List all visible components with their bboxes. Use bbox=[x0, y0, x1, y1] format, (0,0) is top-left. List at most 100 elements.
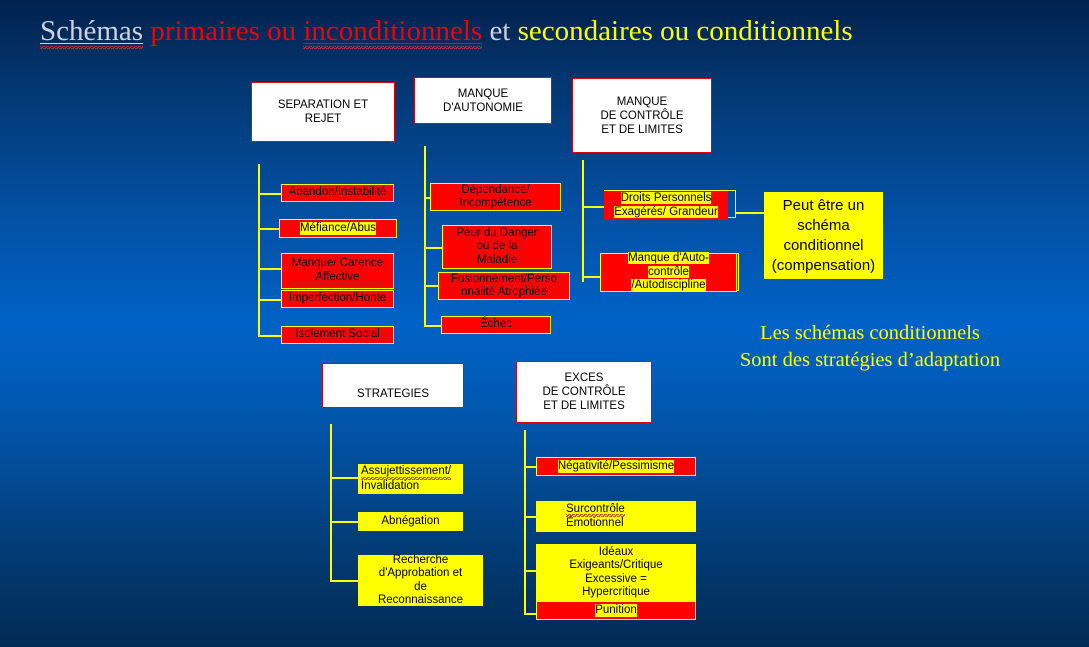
leaf-box-manque-autocontrole-autodiscipline[interactable]: Manque d'Auto- contrôle /Autodiscipline bbox=[600, 252, 737, 293]
leaf-label: Excessive = bbox=[585, 572, 647, 585]
connector-branch-strategies-3 bbox=[330, 580, 358, 582]
callout-line: Peut être un bbox=[782, 196, 865, 214]
header-line: REJET bbox=[304, 113, 342, 125]
leaf-label: Idéaux bbox=[598, 545, 634, 558]
header-line: D'AUTONOMIE bbox=[443, 101, 523, 114]
leaf-box-mefiance-abus[interactable]: Méfiance/Abus bbox=[279, 219, 397, 238]
connector-branch-exces-1 bbox=[524, 466, 538, 468]
leaf-box-punition[interactable]: Punition bbox=[536, 601, 696, 620]
leaf-label: Abandon/Instabilité bbox=[288, 186, 387, 199]
connector-branch-exces-2 bbox=[524, 516, 538, 518]
note-schemas-conditionnels: Les schémas conditionnels Sont des strat… bbox=[700, 320, 1040, 374]
leaf-label: d'Approbation et bbox=[378, 567, 463, 579]
connector-branch-controle-1 bbox=[582, 206, 604, 208]
leaf-label: Manque d'Auto- bbox=[628, 252, 709, 265]
connector-trunk-controle bbox=[582, 160, 584, 282]
leaf-label: Négativité/Pessimisme bbox=[557, 459, 675, 474]
leaf-label: ou de la bbox=[476, 240, 518, 253]
leaf-label: Incompétence bbox=[459, 197, 532, 209]
connector-branch-separation-3 bbox=[258, 268, 282, 270]
connector-branch-strategies-1 bbox=[330, 477, 358, 479]
leaf-label: Punition bbox=[595, 603, 637, 618]
callout-line: schéma bbox=[797, 216, 850, 234]
leaf-box-recherche-approbation-reconnaissance[interactable]: Recherche d'Approbation et de Reconnaiss… bbox=[358, 553, 483, 606]
leaf-label: Surcontrôle bbox=[566, 502, 625, 517]
connector-trunk-exces bbox=[524, 430, 526, 614]
leaf-label: Droits Personnels bbox=[620, 192, 712, 204]
leaf-label: Maladie bbox=[476, 253, 518, 266]
leaf-label: Fusionnement/Perso bbox=[450, 272, 558, 285]
leaf-box-fusionnement-personnalite-atrophiee[interactable]: Fusionnement/Perso nnalité Atrophiée bbox=[438, 272, 570, 300]
leaf-box-isolement-social[interactable]: Isolement Social bbox=[281, 326, 394, 344]
header-line: EXCES bbox=[564, 372, 604, 384]
title-segment-primaires: primaires ou bbox=[143, 15, 304, 47]
connector-branch-exces-4 bbox=[524, 613, 538, 615]
leaf-label: Imperfection/Honte bbox=[288, 292, 387, 305]
leaf-label: Invalidation bbox=[361, 479, 420, 492]
note-line-2: Sont des stratégies d’adaptation bbox=[739, 349, 1001, 371]
connector-branch-separation-1 bbox=[258, 193, 282, 195]
leaf-label: Reconnaissance bbox=[377, 594, 464, 606]
leaf-label: contrôle bbox=[648, 265, 689, 278]
leaf-box-echec[interactable]: Échec bbox=[441, 316, 551, 334]
leaf-label: Méfiance/Abus bbox=[299, 221, 377, 236]
title-segment-inconditionnels: inconditionnels bbox=[303, 15, 483, 49]
leaf-box-ideaux-exigeants-hypercritique[interactable]: Idéaux Exigeants/Critique Excessive = Hy… bbox=[536, 544, 696, 601]
leaf-box-negativite-pessimisme[interactable]: Négativité/Pessimisme bbox=[536, 457, 696, 476]
leaf-label: Dépendance/ bbox=[461, 183, 530, 196]
connector-branch-exces-3 bbox=[524, 570, 538, 572]
header-box-strategies[interactable]: STRATEGIES bbox=[322, 363, 464, 408]
title-segment-schemas: Schémas bbox=[40, 15, 144, 49]
callout-line: (compensation) bbox=[771, 256, 876, 274]
title-segment-et: et bbox=[482, 15, 518, 47]
header-line: DE CONTRÔLE bbox=[600, 109, 684, 122]
page-title: Schémas primaires ou inconditionnels et … bbox=[40, 14, 1050, 49]
leaf-label: Peur du Danger bbox=[456, 226, 538, 239]
header-line: MANQUE bbox=[457, 87, 509, 100]
header-line: STRATEGIES bbox=[357, 388, 429, 400]
connector-branch-controle-2 bbox=[582, 276, 604, 278]
connector-branch-autonomie-2 bbox=[424, 247, 442, 249]
connector-branch-separation-4 bbox=[258, 299, 282, 301]
connector-branch-separation-2 bbox=[258, 228, 282, 230]
header-box-separation-et-rejet[interactable]: SEPARATION ET REJET bbox=[251, 82, 395, 142]
leaf-label: Recherche bbox=[392, 553, 449, 566]
leaf-box-abnegation[interactable]: Abnégation bbox=[358, 512, 463, 531]
leaf-box-abandon-instabilite[interactable]: Abandon/Instabilité bbox=[281, 184, 394, 202]
leaf-label: Exagérés/ Grandeur bbox=[614, 205, 718, 218]
connector-callout-link bbox=[736, 212, 768, 214]
leaf-box-dependance-incompetence[interactable]: Dépendance/ Incompétence bbox=[430, 183, 561, 211]
connector-branch-separation-5 bbox=[258, 335, 282, 337]
header-line: ET DE LIMITES bbox=[543, 400, 625, 412]
connector-trunk-strategies bbox=[330, 424, 332, 580]
leaf-box-assujettissement-invalidation[interactable]: Assujettissement/ Invalidation bbox=[358, 464, 463, 494]
header-line: DE CONTRÔLE bbox=[542, 386, 626, 398]
leaf-label: Affective bbox=[291, 270, 384, 285]
connector-trunk-separation bbox=[258, 164, 260, 336]
connector-branch-strategies-2 bbox=[330, 521, 358, 523]
connector-branch-autonomie-4 bbox=[424, 325, 442, 327]
connector-trunk-autonomie bbox=[424, 146, 426, 326]
leaf-box-imperfection-honte[interactable]: Imperfection/Honte bbox=[281, 290, 394, 308]
leaf-label: Assujettissement/ bbox=[361, 465, 452, 480]
leaf-box-manque-carence-affective[interactable]: Manque/ Carence Affective bbox=[281, 253, 394, 289]
leaf-label: de bbox=[414, 580, 427, 593]
leaf-label: Hypercritique bbox=[582, 586, 650, 598]
leaf-box-surcontrole-emotionnel[interactable]: Surcontrôle Émotionnel bbox=[536, 501, 696, 532]
title-segment-secondaires: secondaires ou conditionnels bbox=[517, 15, 853, 47]
header-line: MANQUE bbox=[616, 95, 668, 108]
leaf-box-droits-personnels-exageres[interactable]: Droits Personnels Exagérés/ Grandeur bbox=[604, 191, 728, 220]
leaf-label: Échec bbox=[480, 318, 512, 331]
header-box-manque-controle-limites[interactable]: MANQUE DE CONTRÔLE ET DE LIMITES bbox=[572, 78, 712, 153]
callout-panel-schema-conditionnel[interactable]: Peut être un schéma conditionnel (compen… bbox=[764, 192, 883, 279]
leaf-label: Manque/ Carence bbox=[291, 257, 384, 269]
leaf-label: Abnégation bbox=[381, 514, 440, 527]
connector-branch-autonomie-3 bbox=[424, 285, 442, 287]
leaf-box-peur-du-danger[interactable]: Peur du Danger ou de la Maladie bbox=[442, 225, 552, 269]
header-box-manque-autonomie[interactable]: MANQUE D'AUTONOMIE bbox=[414, 77, 552, 124]
header-line: ET DE LIMITES bbox=[601, 123, 683, 136]
leaf-label: Isolement Social bbox=[295, 328, 380, 341]
leaf-label: Émotionnel bbox=[566, 517, 624, 529]
header-box-exces-controle-limites[interactable]: EXCES DE CONTRÔLE ET DE LIMITES bbox=[516, 361, 652, 423]
